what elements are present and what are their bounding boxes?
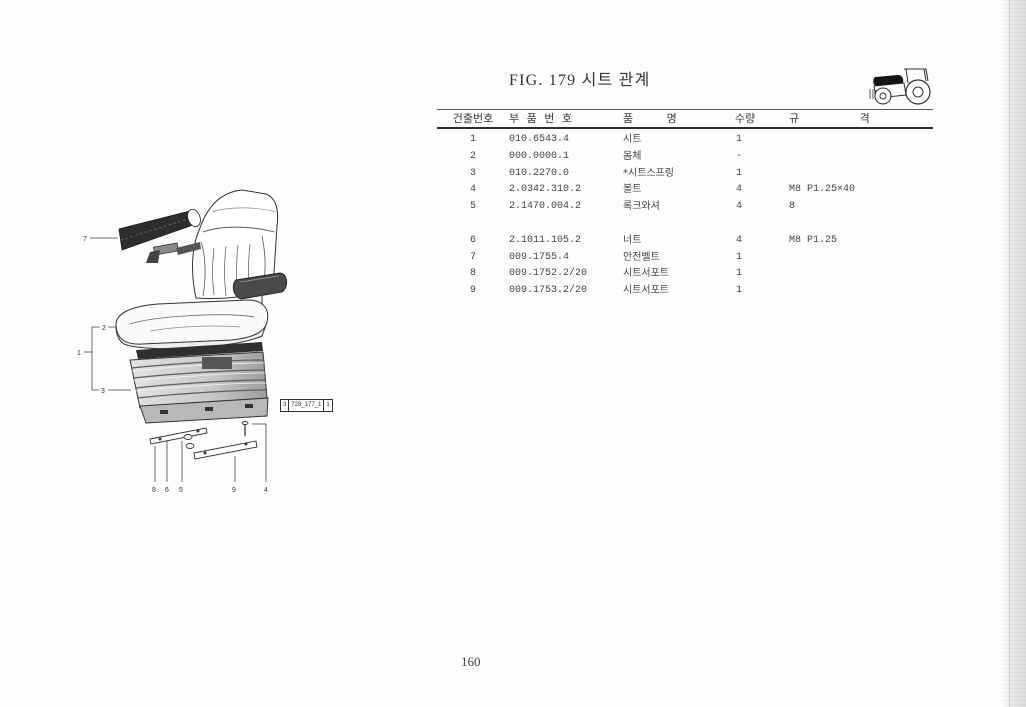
table-row: 5 2.1470.004.2 록크와셔 4 8: [437, 198, 933, 215]
callout-label-8: 8: [152, 487, 156, 494]
tractor-seat-icon: [869, 68, 931, 105]
header-part-name: 품 명: [623, 112, 677, 125]
scan-edge-line: [1009, 0, 1010, 707]
row-part-number: 009.1752.2/20: [509, 268, 588, 280]
seat-support-bracket-left: [149, 427, 208, 445]
reference-code-left: 3: [283, 402, 287, 408]
header-quantity: 수량: [735, 112, 756, 125]
row-part-name: 몸체: [623, 150, 642, 162]
base-plate: [139, 397, 269, 424]
header-part-number: 부 품 번 호: [509, 112, 572, 125]
row-part-name: 시트서포트: [623, 285, 669, 297]
row-quantity: 1: [736, 134, 743, 145]
row-item-no: 4: [469, 184, 476, 196]
row-part-number: 009.1755.4: [509, 251, 570, 263]
row-item-no: 1: [469, 134, 476, 145]
table-row: 2 000.0000.1 몸체 -: [437, 148, 933, 165]
row-item-no: 8: [469, 268, 476, 280]
table-row: 9 009.1753.2/20 시트서포트 1: [437, 282, 933, 299]
table-row: 1 010.6543.4 시트 1: [437, 131, 933, 148]
row-part-number: 2.0342.310.2: [509, 184, 582, 196]
row-quantity: 1: [736, 251, 743, 263]
callout-label-1: 1: [77, 350, 81, 357]
scan-edge-shadow: [1003, 0, 1026, 707]
callout-label-5: 5: [179, 487, 183, 494]
seat-support-bracket-right: [193, 440, 258, 460]
row-quantity: -: [736, 150, 743, 162]
row-spec: M8 P1.25: [789, 234, 838, 246]
table-body: 1 010.6543.4 시트 1 2 000.0000.1 몸체 - 3 01…: [437, 129, 933, 299]
row-quantity: 4: [736, 201, 743, 213]
row-part-number: 009.1753.2/20: [509, 285, 588, 297]
reference-code-middle: 728_177_1: [288, 400, 323, 411]
callout-label-6: 6: [165, 487, 169, 494]
row-quantity: 1: [736, 167, 743, 179]
row-item-no: 3: [469, 167, 476, 179]
table-row: 4 2.0342.310.2 볼트 4 M8 P1.25×40: [437, 181, 933, 198]
row-quantity: 1: [736, 268, 743, 280]
row-item-no: 2: [469, 150, 476, 162]
row-part-name: 시트: [623, 134, 642, 145]
drawing-reference-code: 3 728_177_1 1: [280, 399, 333, 412]
table-row: 8 009.1752.2/20 시트서포트 1: [437, 265, 933, 282]
table-row: 6 2.1011.105.2 너트 4 M8 P1.25: [437, 232, 933, 249]
suspension-bellows: [129, 351, 268, 409]
row-part-number: 010.6543.4: [509, 134, 570, 145]
table-row: 3 010.2270.0 *시트스프링 1: [437, 165, 933, 182]
seat-cushion: [115, 299, 269, 350]
row-item-no: 7: [469, 251, 476, 263]
row-quantity: 4: [736, 234, 743, 246]
parts-table: 건출번호 부 품 번 호 품 명 수량 규 격 1 010.6543.4 시트 …: [437, 109, 933, 299]
callout-label-4: 4: [264, 487, 268, 494]
row-part-number: 000.0000.1: [509, 150, 570, 162]
nut: [185, 443, 195, 449]
callout-label-2: 2: [102, 325, 106, 332]
callout-label-3: 3: [101, 388, 105, 395]
header-spec: 규 격: [789, 112, 870, 125]
row-part-name: 록크와셔: [623, 201, 660, 213]
row-item-no: 6: [469, 234, 476, 246]
page-number: 160: [461, 654, 481, 669]
row-spec: 8: [789, 201, 796, 213]
table-header: 건출번호 부 품 번 호 품 명 수량 규 격: [437, 109, 933, 129]
seat-assembly-illustration: 7 2 1 3 8 6 5 9 4: [77, 189, 288, 494]
row-part-name: 시트서포트: [623, 268, 669, 280]
row-part-number: 2.1011.105.2: [509, 234, 582, 246]
row-item-no: 9: [469, 285, 476, 297]
callout-label-7: 7: [83, 236, 87, 243]
row-part-number: 010.2270.0: [509, 167, 570, 179]
row-quantity: 1: [736, 285, 743, 297]
reference-code-right: 1: [323, 400, 331, 411]
seat-slide-rail: [136, 342, 263, 359]
row-part-name: *시트스프링: [623, 167, 674, 179]
lock-washer: [183, 434, 193, 440]
callout-label-9: 9: [232, 487, 236, 494]
callout-lines: [84, 237, 267, 482]
row-part-name: 안전벨트: [623, 251, 660, 263]
row-part-name: 너트: [623, 234, 642, 246]
row-spec: M8 P1.25×40: [789, 184, 856, 196]
header-item-no: 건출번호: [452, 112, 494, 125]
row-part-name: 볼트: [623, 184, 642, 196]
figure-title: FIG. 179 시트 관계: [509, 72, 651, 89]
row-item-no: 5: [469, 201, 476, 213]
safety-belt: [118, 208, 201, 263]
row-quantity: 4: [736, 184, 743, 196]
row-part-number: 2.1470.004.2: [509, 201, 582, 213]
table-row: 7 009.1755.4 안전벨트 1: [437, 249, 933, 266]
bolt: [241, 421, 249, 436]
